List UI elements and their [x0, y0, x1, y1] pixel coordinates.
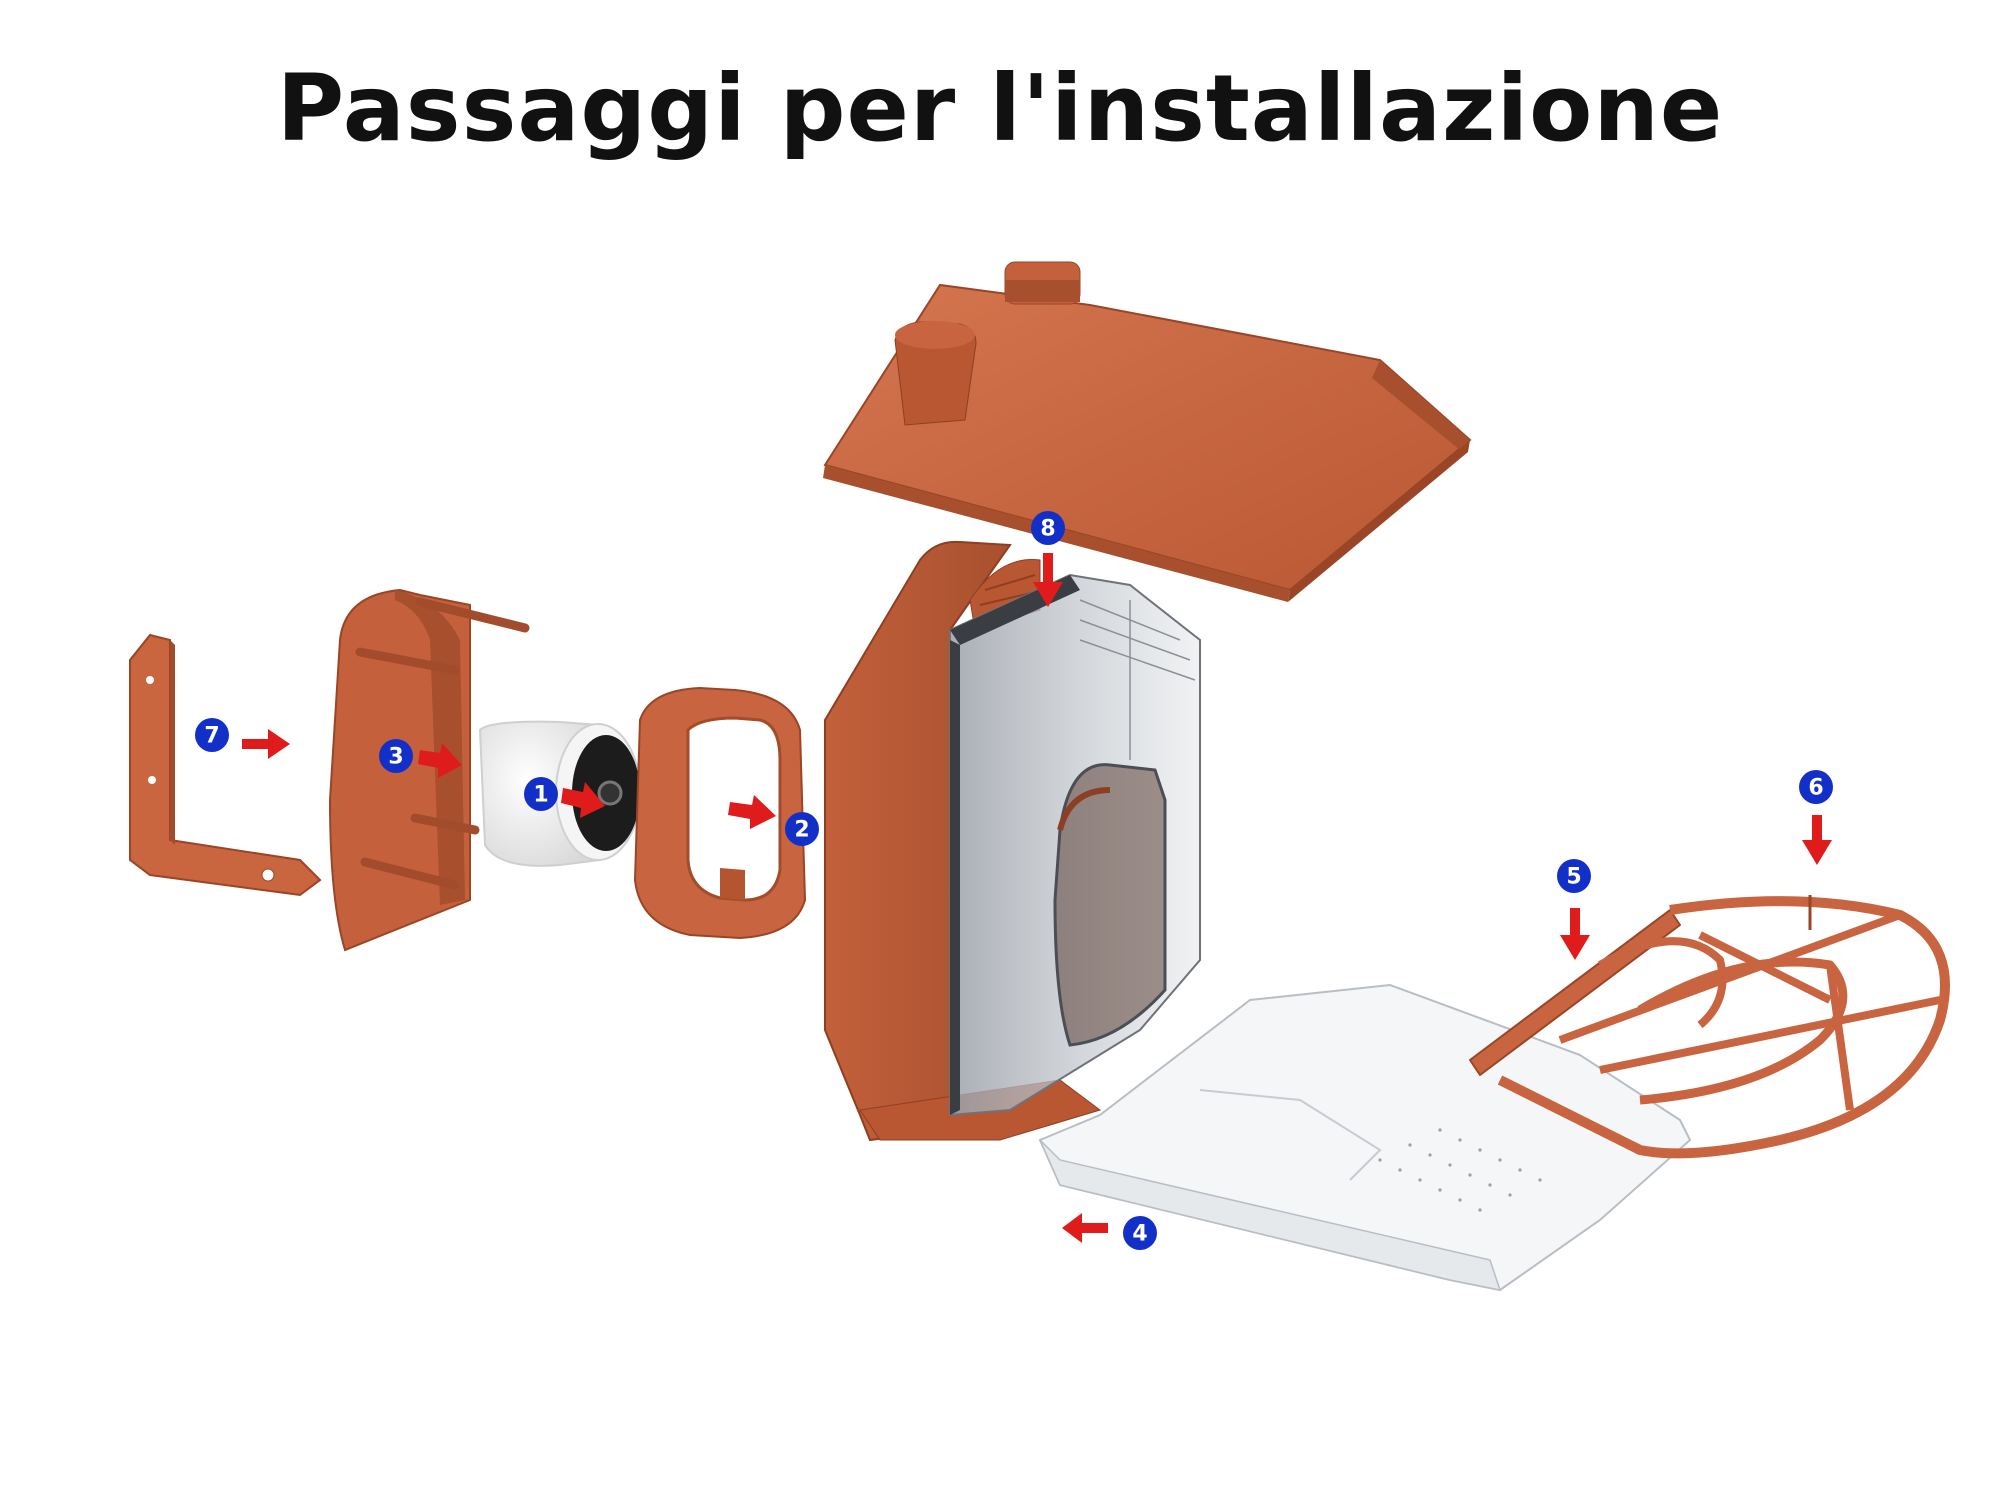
roof-tab — [1004, 261, 1081, 305]
wall-bracket — [129, 633, 322, 897]
step-marker-8: 8 — [1031, 511, 1065, 607]
step-number: 4 — [1132, 1222, 1147, 1247]
step-marker-3: 3 — [379, 739, 462, 778]
step-marker-4: 4 — [1062, 1213, 1157, 1250]
step-marker-5: 5 — [1557, 859, 1591, 960]
step-number: 6 — [1808, 776, 1823, 801]
tray — [1038, 983, 1692, 1292]
perch — [1469, 895, 1950, 1159]
red-arrow-icon — [728, 795, 776, 829]
step-marker-1: 1 — [524, 777, 605, 818]
step-marker-2: 2 — [728, 795, 819, 846]
camera — [478, 720, 641, 867]
step-marker-6: 6 — [1799, 770, 1833, 865]
step-number: 1 — [533, 783, 548, 808]
red-arrow-icon — [561, 782, 605, 818]
mounting-pegs — [355, 597, 530, 890]
step-marker-7: 7 — [195, 718, 290, 759]
red-arrow-icon — [242, 729, 290, 759]
step-number: 8 — [1040, 517, 1055, 542]
page-title: Passaggi per l'installazione — [276, 55, 1724, 162]
red-arrow-icon — [1062, 1213, 1108, 1243]
roof — [823, 261, 1472, 602]
roof-tab — [894, 321, 977, 426]
step-number: 2 — [794, 818, 809, 843]
tray-holes — [1378, 1128, 1542, 1212]
step-number: 7 — [204, 724, 219, 749]
red-arrow-icon — [1560, 908, 1590, 960]
step-number: 3 — [388, 745, 403, 770]
feeder-body — [824, 540, 1201, 1142]
red-arrow-icon — [1033, 553, 1063, 607]
red-arrow-icon — [418, 743, 462, 778]
red-arrow-icon — [1802, 815, 1832, 865]
camera-ring — [633, 686, 807, 940]
step-number: 5 — [1566, 865, 1581, 890]
